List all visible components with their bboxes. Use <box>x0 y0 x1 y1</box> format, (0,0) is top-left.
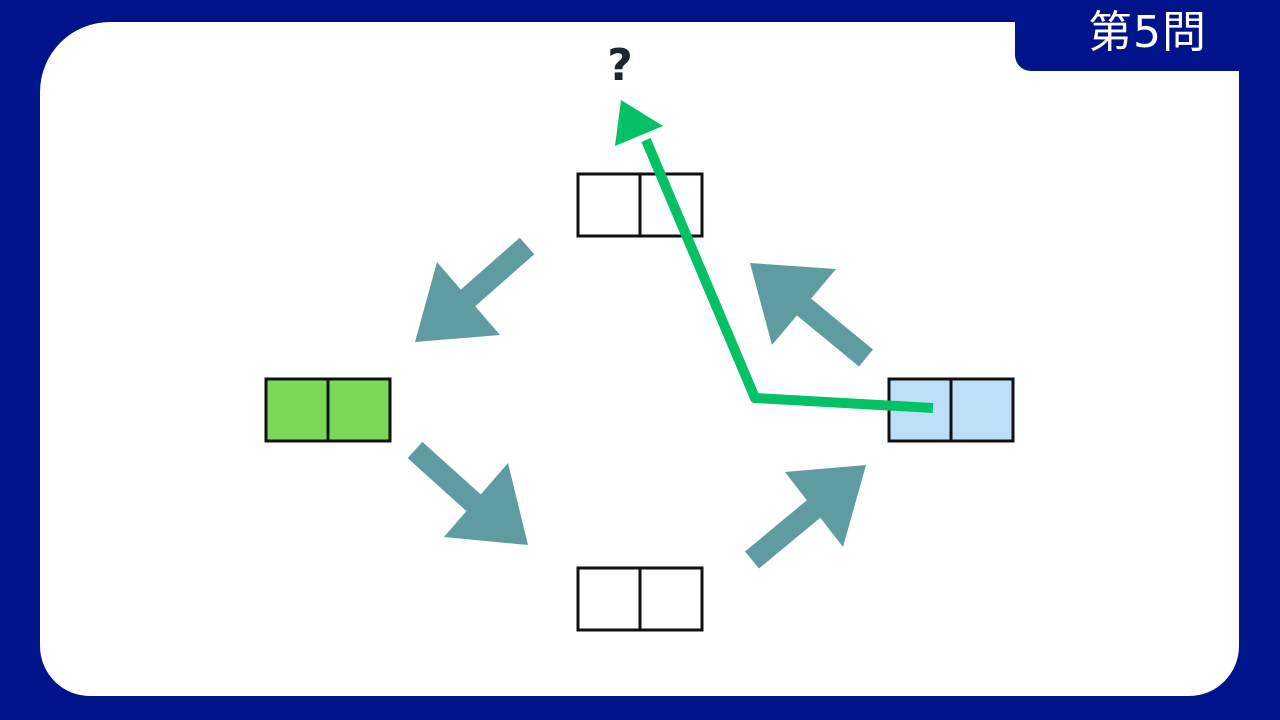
box-bottom-left-cell <box>576 566 642 632</box>
box-top <box>576 172 704 238</box>
unknown-marker: ? <box>607 40 633 91</box>
question-number-label: 第5問 <box>1088 7 1207 58</box>
box-top-left-cell <box>576 172 642 238</box>
arrow-right-to-top <box>750 263 873 367</box>
arrow-left-to-bottom <box>407 441 528 545</box>
box-left-right-cell <box>326 377 392 443</box>
arrow-bottom-to-right <box>744 465 866 569</box>
box-right <box>887 377 1015 443</box>
box-bottom <box>576 566 704 632</box>
box-left-left-cell <box>264 377 330 443</box>
box-bottom-right-cell <box>638 566 704 632</box>
path-arrow <box>615 100 934 413</box>
question-number-tab: 第5問 <box>1015 0 1280 71</box>
box-right-right-cell <box>949 377 1015 443</box>
box-left <box>264 377 392 443</box>
arrow-top-to-left <box>415 237 535 342</box>
